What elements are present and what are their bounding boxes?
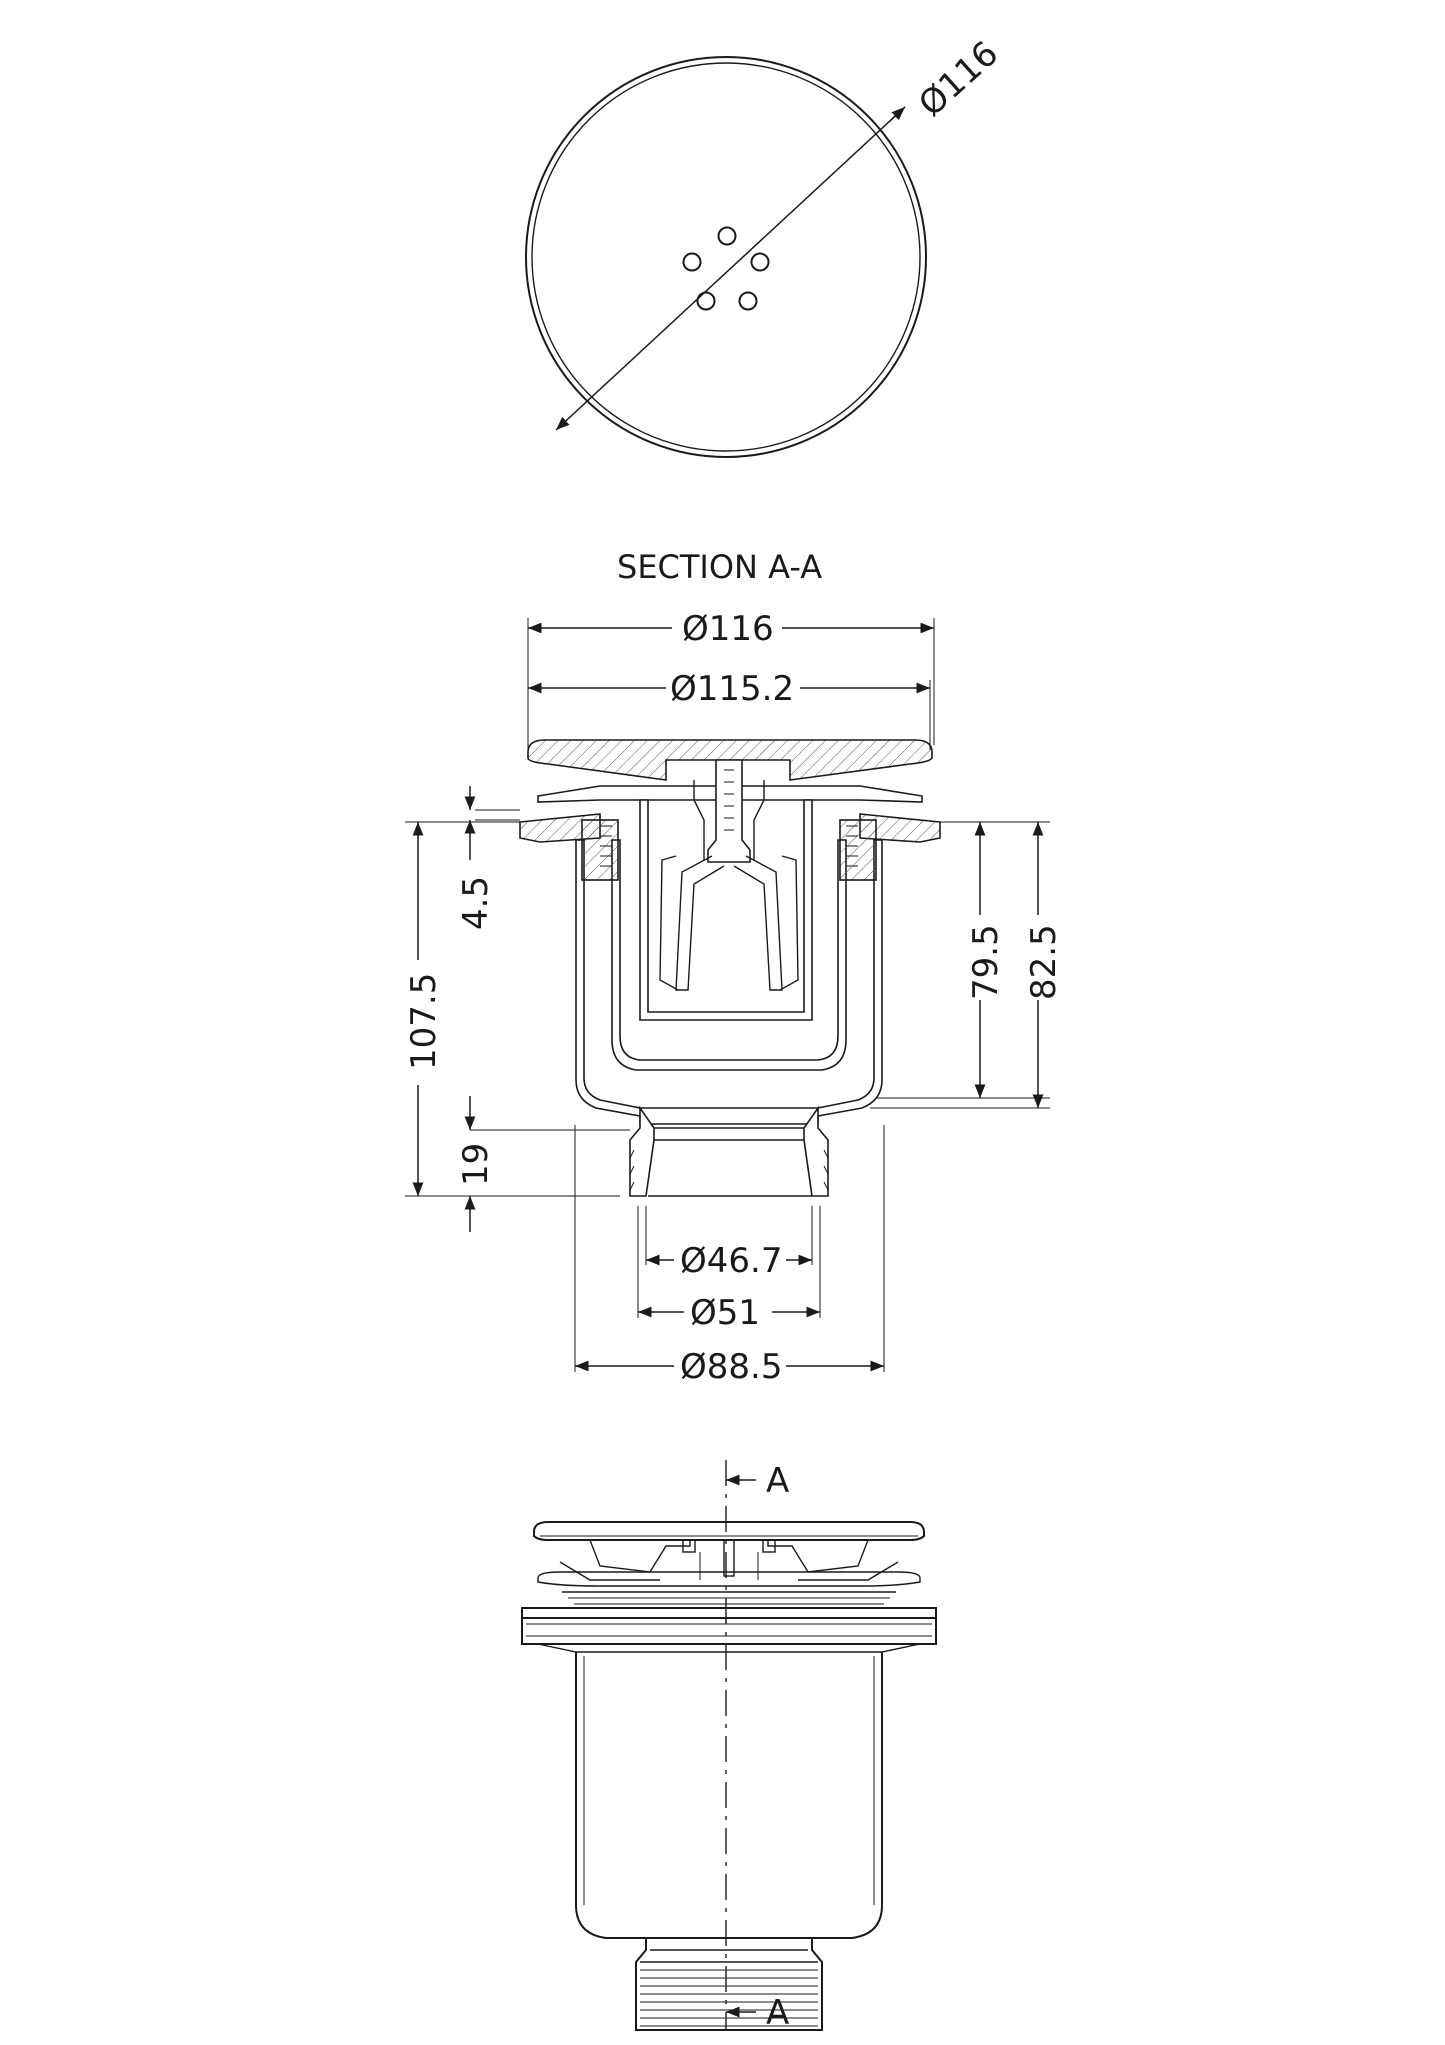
side-collar xyxy=(521,1607,937,1653)
top-view-diameter-line xyxy=(555,106,906,431)
side-upper-ring xyxy=(537,1571,921,1605)
top-view: Ø116 xyxy=(525,34,1006,458)
section-view: SECTION A-A Ø116 Ø115.2 xyxy=(404,548,1064,1387)
top-view-outer-circle xyxy=(525,56,927,458)
dim-h4_5-label: 4.5 xyxy=(456,876,496,930)
side-outlet xyxy=(635,1938,823,2031)
spring-fork xyxy=(675,855,783,991)
collar-ring-right xyxy=(859,813,941,843)
section-title: SECTION A-A xyxy=(617,548,822,586)
dim-d88_5-label: Ø88.5 xyxy=(680,1347,782,1387)
dim-h19-label: 19 xyxy=(456,1143,496,1186)
body-wall xyxy=(575,839,883,1125)
dim-h79_5-label: 79.5 xyxy=(966,924,1006,1000)
top-view-inner-circle xyxy=(531,62,921,452)
dim-d51-label: Ø51 xyxy=(690,1293,760,1333)
side-body xyxy=(575,1652,883,1939)
outlet-pipe xyxy=(629,1105,829,1197)
inner-wall xyxy=(611,839,847,1071)
side-view: A A xyxy=(521,1460,937,2033)
drain-holes xyxy=(682,226,770,311)
dim-h107_5-label: 107.5 xyxy=(404,973,444,1070)
section-mark-bottom: A xyxy=(766,1993,789,2033)
dim-d46_7-label: Ø46.7 xyxy=(680,1241,782,1281)
dim-h82_5-label: 82.5 xyxy=(1024,924,1064,1000)
central-stem xyxy=(693,759,765,863)
basket xyxy=(639,799,813,1021)
side-cap xyxy=(533,1521,925,1541)
dim-d116-label: Ø116 xyxy=(682,609,774,649)
top-view-diameter-label: Ø116 xyxy=(911,34,1006,125)
dim-d115-label: Ø115.2 xyxy=(670,669,794,709)
thread-nut-right xyxy=(839,819,877,881)
side-cap-legs xyxy=(559,1539,899,1581)
section-mark-top: A xyxy=(766,1461,789,1501)
thread-nut-left xyxy=(581,819,619,881)
collar-ring xyxy=(519,813,601,843)
